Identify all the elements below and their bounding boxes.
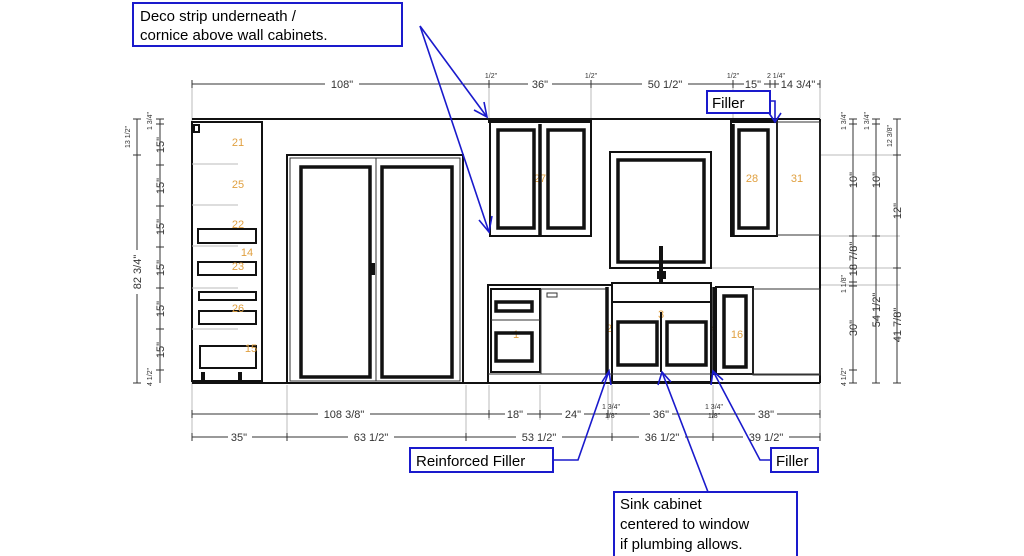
dimension-label: 24" <box>565 409 581 421</box>
faucet <box>657 246 666 282</box>
dimension-label: 13 1/2" <box>125 126 132 148</box>
dimension-label: 53 1/2" <box>522 432 557 444</box>
cabinet-number: 28 <box>746 173 758 185</box>
svg-text:centered to window: centered to window <box>620 516 749 533</box>
svg-text:Sink cabinet: Sink cabinet <box>620 496 703 513</box>
cabinet-numbers: 21 25 22 14 23 26 15 27 28 31 1 2 3 4 16 <box>232 137 803 355</box>
dimension-label: 30" <box>848 320 860 336</box>
wall-cabinet-27 <box>488 119 592 237</box>
dimension-label: 10" <box>848 172 860 188</box>
dimension-label: 18 7/8" <box>848 242 860 277</box>
dimension-label: 18" <box>507 409 523 421</box>
dimension-label: 63 1/2" <box>354 432 389 444</box>
cabinet-number: 16 <box>731 329 743 341</box>
dimension-label: 50 1/2" <box>648 79 683 91</box>
dimension-label: 12 3/8" <box>887 125 894 147</box>
dimension-label: 4 1/2" <box>147 367 154 386</box>
dimension-label: 108" <box>331 79 353 91</box>
dimension-label: 14 3/4" <box>781 79 816 91</box>
callout-reinforced-filler: Reinforced Filler <box>409 447 554 473</box>
callout-sink-cabinet: Sink cabinet centered to window if plumb… <box>613 491 798 556</box>
callout-filler-top: Filler <box>706 90 771 114</box>
dimension-label: 1/2" <box>485 73 498 80</box>
dimension-label: 1/2" <box>585 73 598 80</box>
svg-text:Reinforced Filler: Reinforced Filler <box>416 453 525 470</box>
dimension-label: 1 3/4" <box>705 404 724 411</box>
dimension-label: 41 7/8" <box>892 308 904 343</box>
svg-text:Deco strip underneath /: Deco strip underneath / <box>140 8 297 25</box>
cabinet-number: 1 <box>513 329 519 341</box>
cabinet-number: 26 <box>232 303 244 315</box>
dimension-label: 54 1/2" <box>871 293 883 328</box>
base-cabinets <box>487 282 821 384</box>
bottom-dimensions: 108 3/8" 18" 24" 36" 38" 1 3/4" 1/8" 1 3… <box>191 404 821 444</box>
dimension-label: 35" <box>231 432 247 444</box>
cabinet-number: 31 <box>791 173 803 185</box>
dimension-label: 15" <box>155 219 167 235</box>
cabinet-number: 23 <box>232 261 244 273</box>
dimension-label: 36 1/2" <box>645 432 680 444</box>
callout-arrows <box>419 25 782 493</box>
dimension-label: 15" <box>155 137 167 153</box>
dimension-label: 15" <box>155 301 167 317</box>
callout-deco-strip: Deco strip underneath / cornice above wa… <box>132 2 403 47</box>
dimension-label: 15" <box>155 342 167 358</box>
cabinet-number: 21 <box>232 137 244 149</box>
dimension-label: 82 3/4" <box>132 255 144 290</box>
dimension-label: 4 1/2" <box>841 367 848 386</box>
dimension-label: 39 1/2" <box>749 432 784 444</box>
dimension-label: 1 3/4" <box>602 404 621 411</box>
dimension-label: 15" <box>155 178 167 194</box>
callout-filler-bottom: Filler <box>770 447 819 473</box>
dimension-label: 2 1/4" <box>767 73 786 80</box>
cabinet-number: 25 <box>232 179 244 191</box>
svg-text:Filler: Filler <box>712 95 745 112</box>
dimension-label: 1/2" <box>727 73 740 80</box>
dimension-label: 10" <box>871 172 883 188</box>
dimension-label: 15" <box>155 260 167 276</box>
dimension-label: 1 3/4" <box>864 111 871 130</box>
dimension-label: 1 3/4" <box>841 111 848 130</box>
cabinet-number: 2 <box>606 323 612 335</box>
dimension-label: 108 3/8" <box>324 409 365 421</box>
dimension-label: 1/8" <box>605 413 618 420</box>
dimension-label: 15" <box>745 79 761 91</box>
right-dimensions: 1 3/4" 10" 18 7/8" 1 1/8" 30" 4 1/2" 1 3… <box>841 111 904 386</box>
svg-text:cornice above wall cabinets.: cornice above wall cabinets. <box>140 27 328 44</box>
dimension-label: 1 3/4" <box>147 111 154 130</box>
dimension-label: 36" <box>653 409 669 421</box>
left-dimensions: 13 1/2" 82 3/4" 1 3/4" 15" 15" 15" 15" 1… <box>125 111 167 386</box>
patio-door <box>286 154 464 384</box>
svg-text:if plumbing allows.: if plumbing allows. <box>620 536 743 553</box>
dimension-label: 1/8" <box>708 413 721 420</box>
svg-text:Filler: Filler <box>776 453 809 470</box>
dimension-label: 1 1/8" <box>841 274 848 293</box>
dimension-label: 38" <box>758 409 774 421</box>
wall-cabinet-31 <box>776 121 821 236</box>
dimension-label: 12" <box>892 203 904 219</box>
tall-pantry-cabinet <box>191 121 263 382</box>
guide-lines <box>191 80 900 440</box>
top-dimensions: 108" 36" 50 1/2" 15" 14 3/4" 1/2" 1/2" 1… <box>191 73 821 91</box>
cabinet-number: 14 <box>241 247 253 259</box>
dimension-label: 36" <box>532 79 548 91</box>
cabinet-number: 22 <box>232 219 244 231</box>
cabinet-number: 15 <box>245 343 257 355</box>
